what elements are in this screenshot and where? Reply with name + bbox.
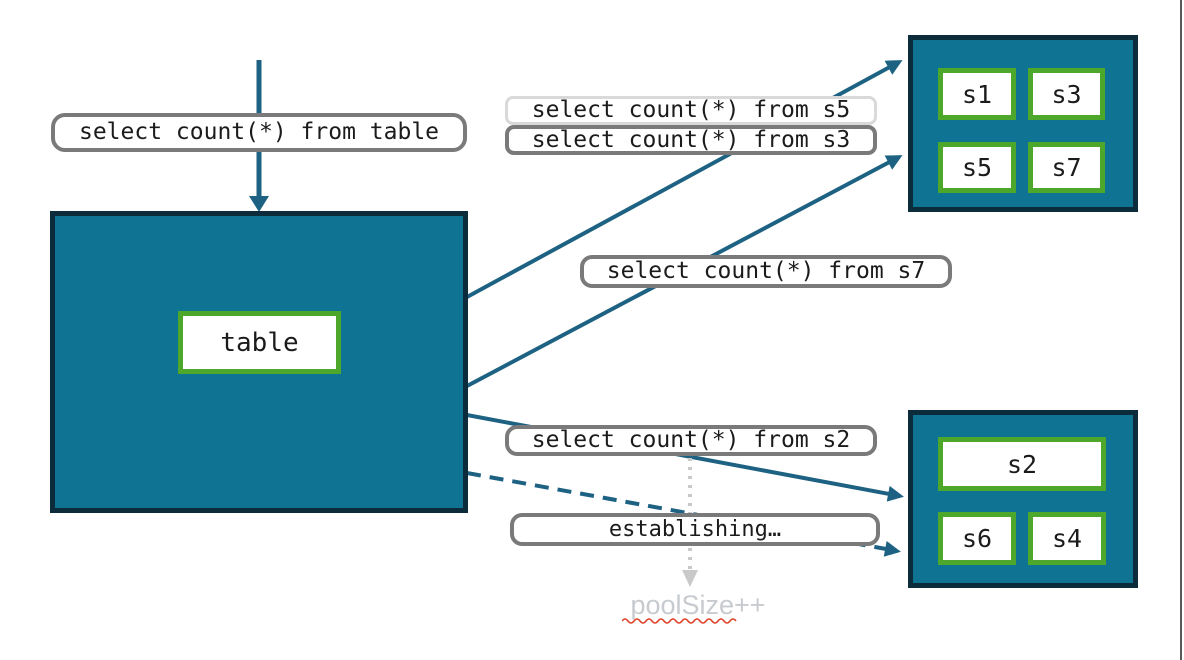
shard-s2: s2	[938, 437, 1106, 491]
establishing-label: establishing…	[510, 513, 880, 546]
shard-pool-top: s1 s3 s5 s7	[908, 35, 1138, 212]
shard-pool-bottom: s2 s6 s4	[908, 410, 1138, 588]
arrow-pool-size-head	[682, 570, 698, 587]
pool-size-note: poolSize++	[630, 590, 766, 620]
arrow-to-pool-bottom-dashed	[466, 471, 901, 557]
table-box: table	[50, 211, 468, 513]
shard-s5: s5	[938, 142, 1016, 193]
query-label-s2: select count(*) from s2	[505, 425, 877, 456]
query-label-s5: select count(*) from s5	[505, 96, 877, 125]
shard-s7: s7	[1028, 142, 1105, 193]
query-label-s3: select count(*) from s3	[505, 125, 877, 155]
query-label-s7: select count(*) from s7	[580, 255, 952, 288]
arrow-into-table-head	[249, 196, 269, 212]
spellcheck-squiggle	[622, 618, 737, 624]
canvas-edge-line	[1180, 0, 1182, 660]
shard-s1: s1	[938, 68, 1016, 120]
query-label-table: select count(*) from table	[51, 113, 467, 152]
shard-s3: s3	[1028, 68, 1105, 120]
shard-s4: s4	[1028, 512, 1106, 565]
shard-s6: s6	[938, 512, 1016, 565]
table-label: table	[178, 311, 341, 374]
